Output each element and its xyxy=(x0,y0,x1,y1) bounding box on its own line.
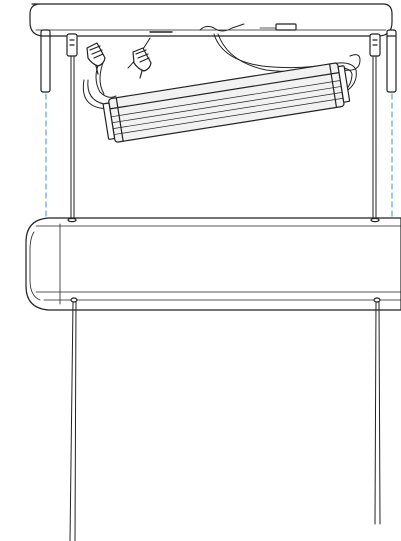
wire-nut-left xyxy=(86,42,106,75)
cable-gripper-left xyxy=(66,33,78,223)
led-driver xyxy=(102,62,351,143)
suspension-cable-right xyxy=(374,301,381,525)
cable-gripper-right xyxy=(369,33,381,223)
wire-nut-right xyxy=(132,47,152,79)
mounting-post-right xyxy=(386,29,397,93)
ceiling-canopy xyxy=(29,3,393,37)
suspension-cable-left xyxy=(69,301,77,541)
mounting-post-left xyxy=(40,29,51,93)
light-fixture-body xyxy=(25,217,401,311)
